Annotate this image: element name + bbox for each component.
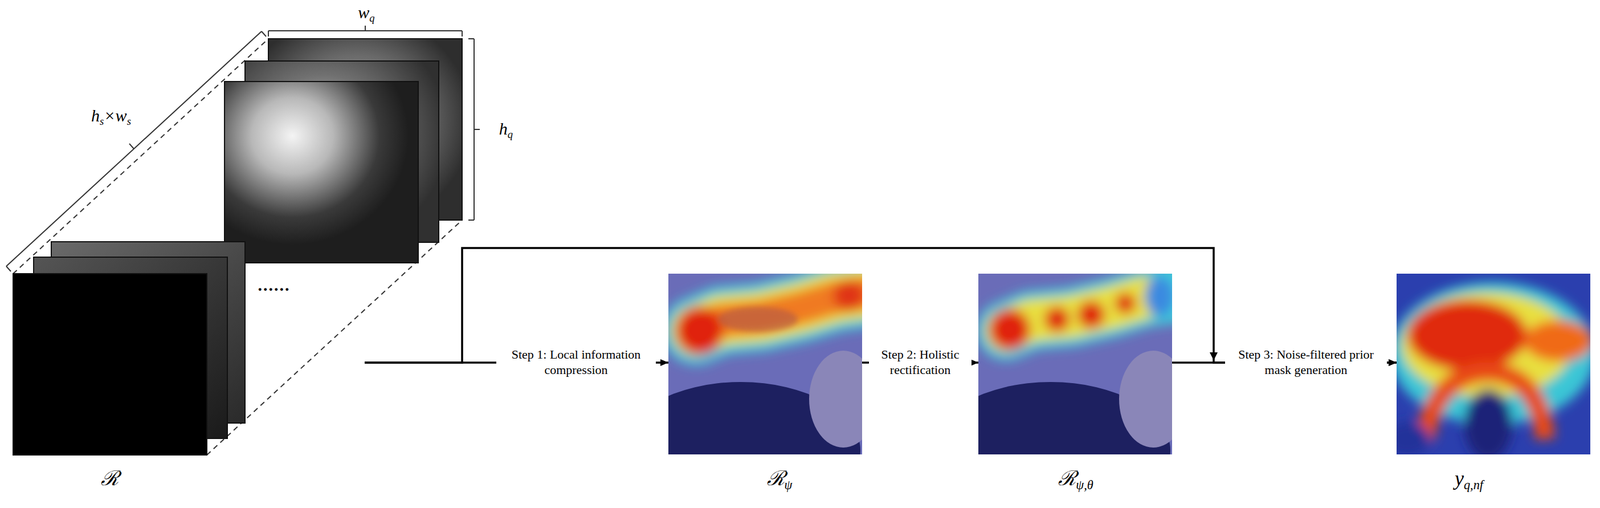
feature-map — [13, 38, 463, 455]
step-label: Step 3: Noise-filtered prior mask genera… — [1225, 346, 1387, 379]
subscript: q — [507, 128, 513, 141]
heatmap-image — [1464, 389, 1513, 455]
heatmap-image — [1119, 350, 1173, 448]
projection-lines — [13, 38, 463, 455]
heatmap-image — [978, 273, 1173, 455]
heatmap-image — [1524, 320, 1591, 362]
heatmap-image — [1077, 300, 1105, 329]
skip-connection — [364, 247, 1397, 363]
heatmap-image — [717, 306, 798, 332]
heatmap-image — [675, 279, 863, 355]
feature-map-stack: ℛ — [8, 28, 365, 502]
node-label: ℛ — [100, 466, 119, 491]
subscript: q — [369, 11, 375, 24]
dimension-bracket — [468, 38, 475, 40]
dimension-bracket — [6, 25, 480, 272]
symbol: ℛ — [1058, 466, 1076, 490]
dimension-bracket — [6, 266, 11, 272]
symbol: ×w — [103, 105, 127, 125]
feature-map — [13, 273, 207, 455]
dimension-bracket — [129, 143, 134, 149]
prior-mask-node: yq,nf — [1396, 273, 1591, 499]
heatmap-node: ℛψ,θ — [978, 273, 1173, 499]
dimension-bracket — [461, 30, 463, 37]
heatmap-image — [1044, 306, 1070, 332]
symbol: ℛ — [100, 466, 119, 490]
heatmap-image — [1144, 275, 1173, 317]
heatmap-image — [989, 292, 1136, 350]
dimension-bracket — [267, 30, 269, 37]
dimension-bracket — [474, 128, 480, 130]
dimension-label: hq — [499, 118, 513, 141]
heatmap-image — [1396, 273, 1591, 455]
dimension-bracket — [468, 219, 475, 221]
symbol: y — [1454, 466, 1464, 490]
node-label: ℛψ — [766, 466, 793, 493]
heatmap-node: ℛψ — [668, 273, 863, 499]
ellipsis-mark: ...... — [258, 274, 291, 296]
step-label: Step 1: Local information compression — [496, 346, 656, 379]
symbol: h — [91, 105, 100, 125]
heatmap-image — [1396, 421, 1431, 455]
symbol: h — [499, 119, 508, 138]
symbol: w — [357, 2, 370, 22]
heatmap-image — [833, 279, 863, 312]
node-label: ℛψ,θ — [1058, 466, 1093, 493]
dimension-label: wq — [357, 2, 375, 25]
projection-lines — [206, 38, 463, 274]
dimension-bracket — [261, 31, 267, 37]
dimension-label: hs×ws — [91, 105, 132, 128]
heatmap-image — [1407, 299, 1528, 371]
symbol: ℛ — [766, 466, 785, 490]
step-label: Step 2: Holistic rectification — [868, 346, 972, 379]
subscript: q,nf — [1463, 477, 1484, 492]
heatmap-image — [1396, 282, 1591, 455]
heatmap-image — [989, 308, 1031, 350]
subscript: s — [99, 115, 104, 128]
node-label: yq,nf — [1454, 466, 1484, 493]
feature-map — [224, 81, 419, 263]
heatmap-image — [717, 306, 798, 332]
heatmap-image — [989, 275, 1173, 350]
heatmap-image — [668, 273, 863, 455]
heatmap-image — [1115, 292, 1136, 314]
subscript: ψ,θ — [1075, 477, 1093, 492]
dimension-bracket — [6, 31, 262, 267]
heatmap-image — [675, 306, 724, 355]
subscript: s — [127, 115, 132, 128]
dimension-bracket — [364, 25, 366, 31]
subscript: ψ — [784, 477, 793, 492]
heatmap-image — [809, 350, 863, 448]
